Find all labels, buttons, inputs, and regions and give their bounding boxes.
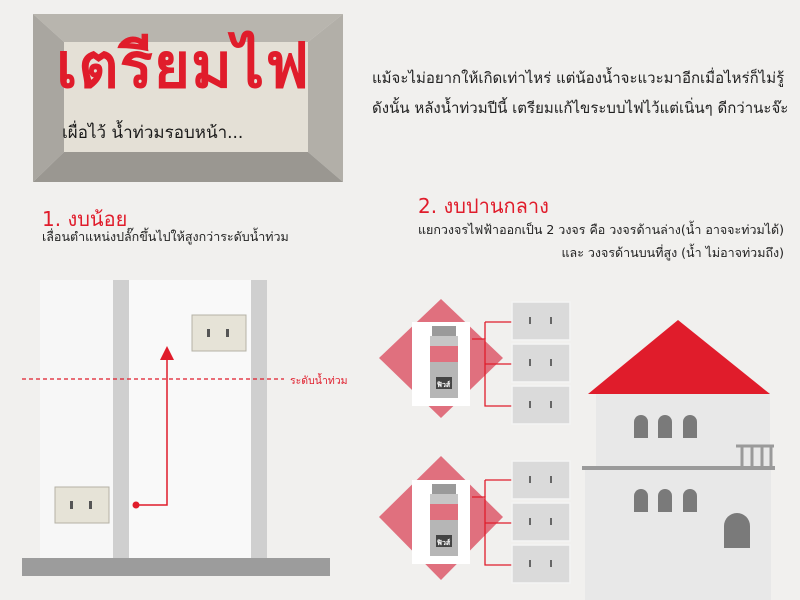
house-icon	[582, 320, 775, 600]
balcony-railing	[736, 444, 774, 468]
move-up-arrow-icon	[132, 346, 174, 509]
wall-scene	[22, 280, 330, 576]
house-door	[724, 513, 750, 548]
outlet-stack-lower-icon	[511, 460, 571, 584]
circuit-wires	[472, 321, 512, 566]
section2-description-line-2: และ วงจรด้านบนที่สูง (น้ำ ไม่อาจท่วมถึง)	[561, 245, 784, 260]
outlet-stack-upper-icon	[511, 301, 571, 425]
intro-line-1: แม้จะไม่อยากให้เกิดเท่าไหร่ แต่น้องน้ำจะ…	[372, 69, 785, 87]
page-subtitle: เผื่อไว้ น้ำท่วมรอบหน้า...	[62, 123, 244, 143]
fuse-box-upper-icon	[412, 322, 470, 406]
fuse-label-upper: ฟิวส์	[437, 381, 451, 389]
wall-pillar-right	[251, 280, 267, 560]
wall-pillar-left	[113, 280, 129, 560]
circuit-scene	[379, 299, 775, 600]
title-plaque	[33, 14, 343, 182]
fuse-box-lower-icon	[412, 480, 470, 564]
page-title: เตรียมไฟ	[56, 29, 311, 102]
water-level-label: ระดับน้ำท่วม	[290, 375, 348, 387]
fuse-label-lower: ฟิวส์	[437, 539, 451, 547]
section2-heading: 2. งบปานกลาง	[418, 194, 549, 218]
outlet-high-icon	[191, 314, 247, 352]
section1-description: เลื่อนตำแหน่งปลั๊กขึ้นไปให้สูงกว่าระดับน…	[42, 229, 289, 244]
floor-slab	[22, 558, 330, 576]
section1-heading: 1. งบน้อย	[42, 207, 128, 231]
house-roof	[588, 320, 770, 394]
intro-line-2: ดังนั้น หลังน้ำท่วมปีนี้ เตรียมแก้ไขระบบ…	[372, 99, 789, 117]
outlet-low-icon	[54, 486, 110, 524]
section2-description-line-1: แยกวงจรไฟฟ้าออกเป็น 2 วงจร คือ วงจรด้านล…	[417, 222, 784, 237]
